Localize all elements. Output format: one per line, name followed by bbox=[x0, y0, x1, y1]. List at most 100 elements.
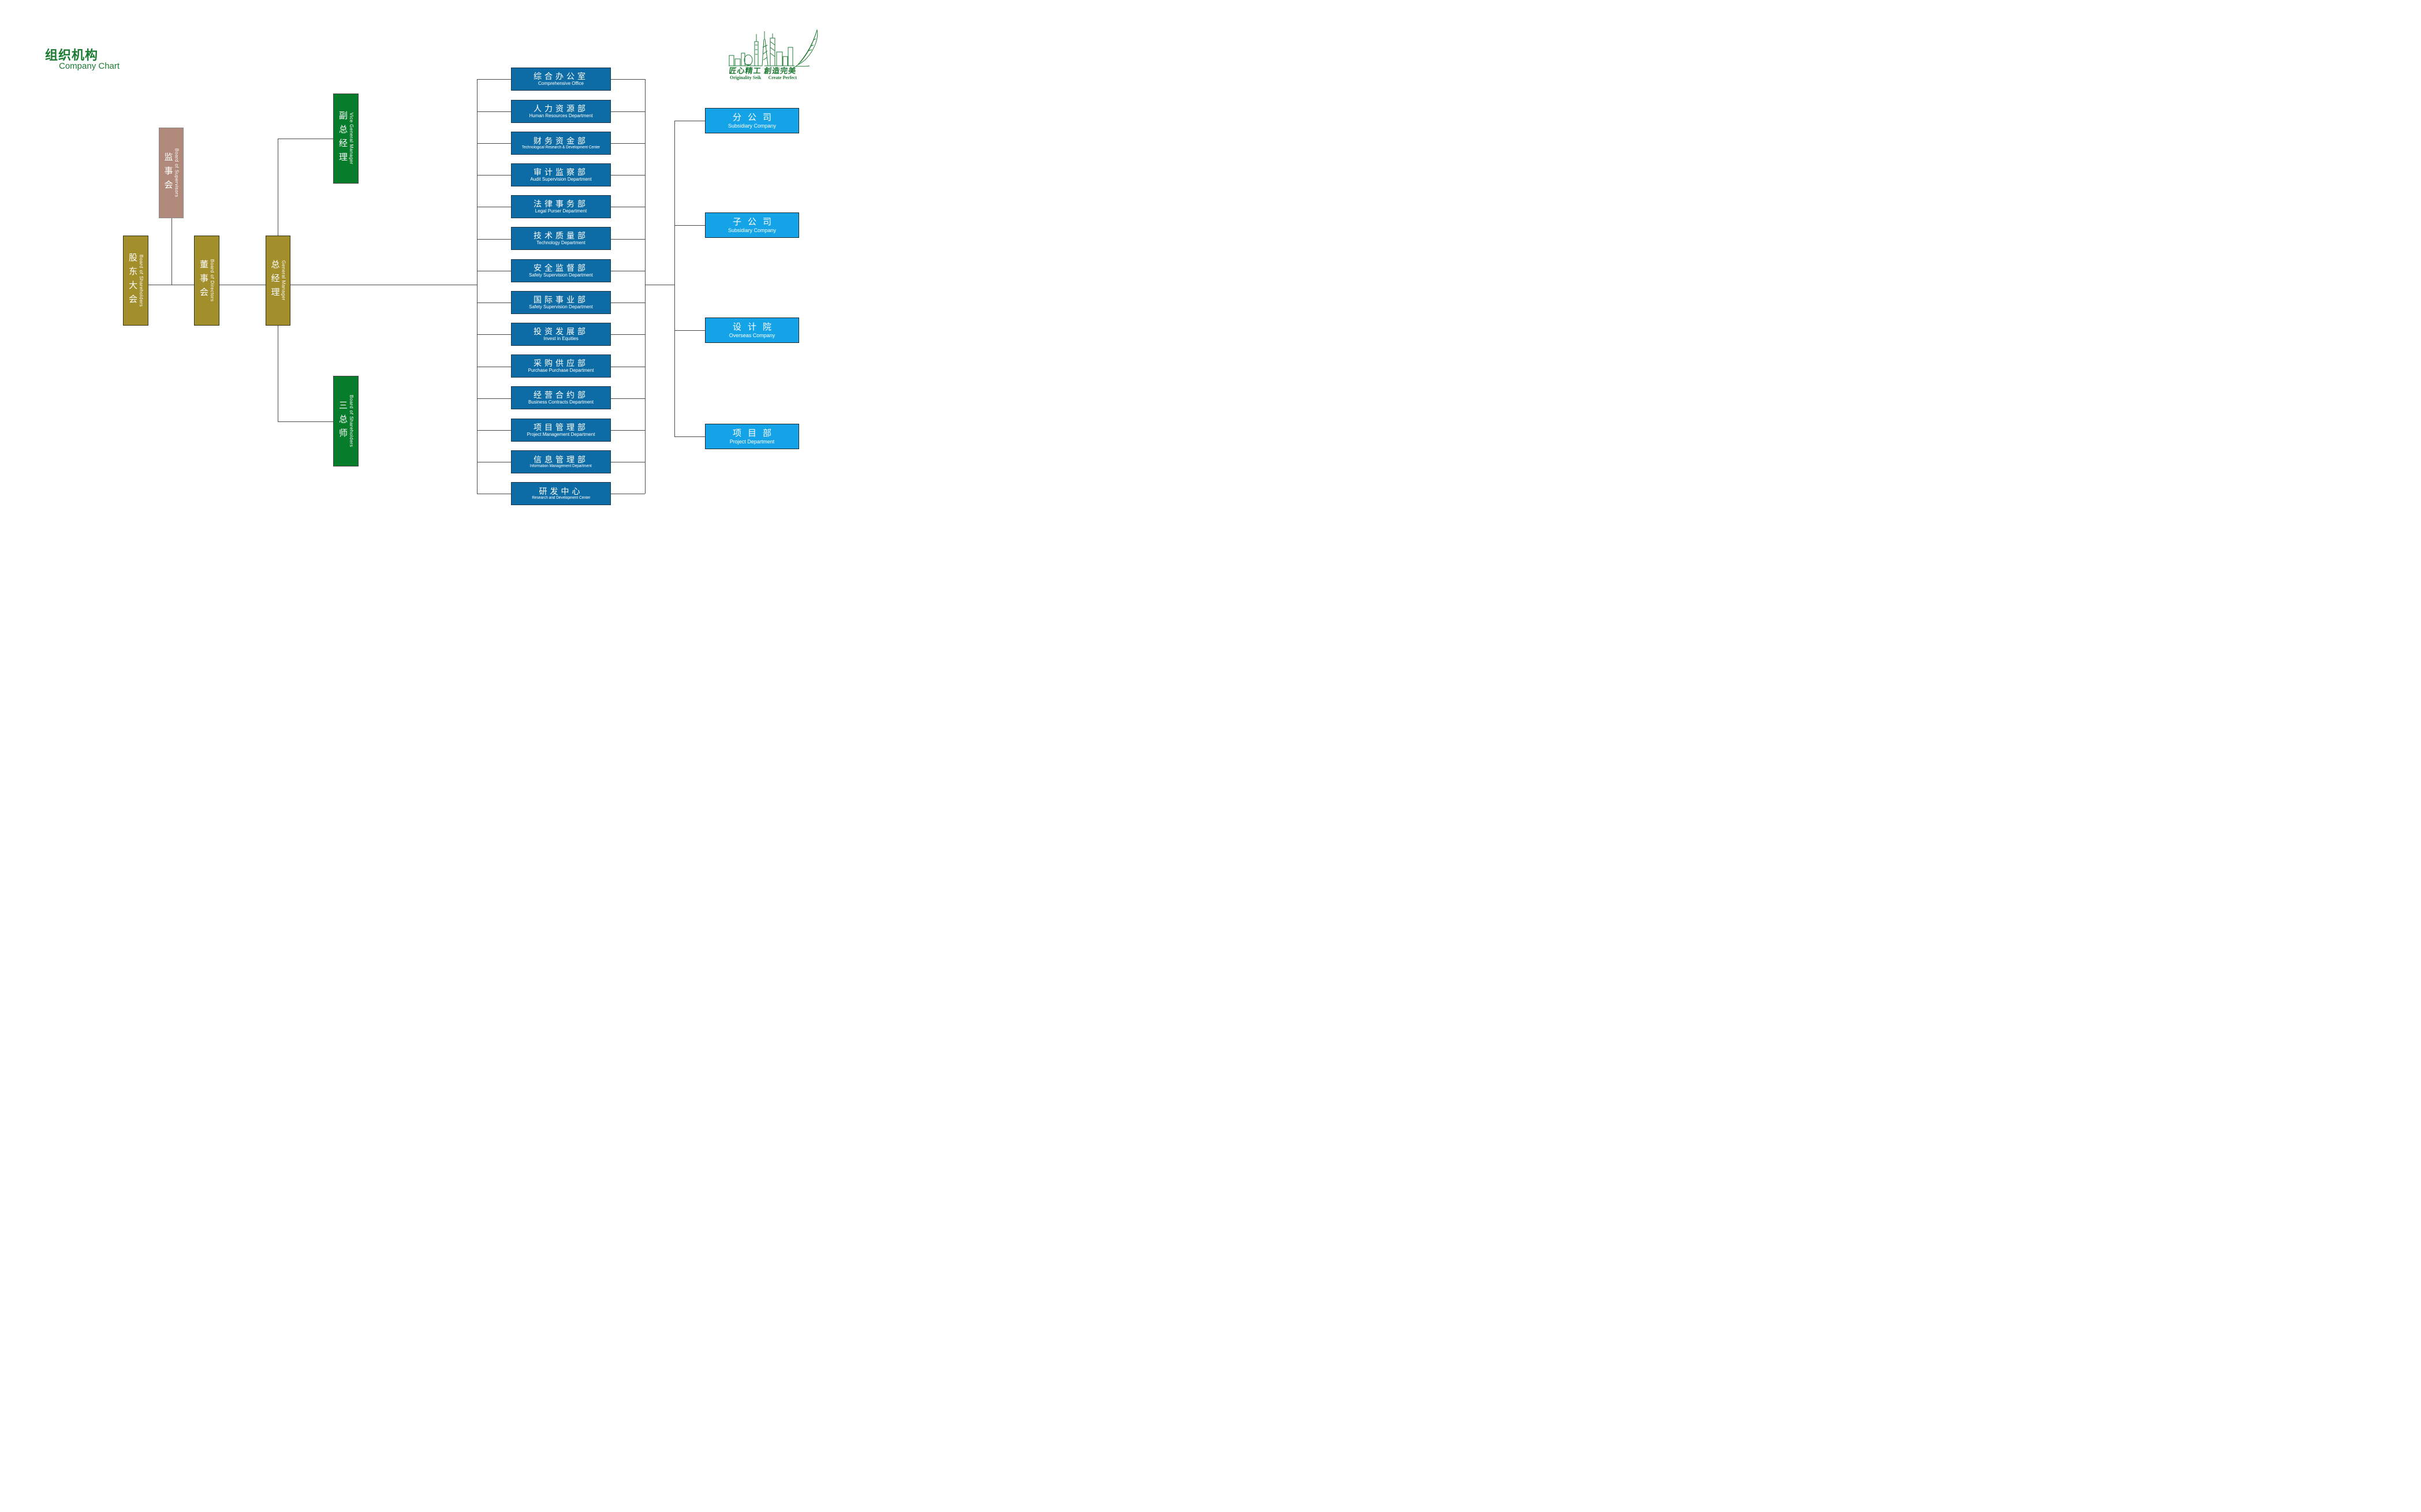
dept-label-en: Legal Purser Department bbox=[535, 208, 587, 214]
sub-box-subsidiary-company: 子公司 Subsidiary Company bbox=[705, 212, 799, 238]
dept-label-en: Information Management Department bbox=[529, 464, 592, 468]
dept-label-zh: 法律事务部 bbox=[534, 199, 588, 209]
gov-label-en: Board of Shareholders bbox=[349, 395, 354, 447]
connector-line bbox=[278, 421, 333, 422]
sub-label-zh: 子公司 bbox=[732, 216, 778, 227]
connector-line bbox=[611, 111, 645, 112]
dept-label-en: Safety Supervision Department bbox=[529, 304, 593, 310]
gov-label-zh: 监事会 bbox=[163, 152, 173, 194]
gov-label-zh: 副总经理 bbox=[338, 111, 348, 166]
connector-line bbox=[674, 330, 705, 331]
page-subtitle: Company Chart bbox=[59, 61, 120, 71]
sub-label-zh: 设计院 bbox=[732, 322, 778, 332]
dept-label-zh: 信息管理部 bbox=[534, 454, 588, 464]
dept-label-en: Purchase Purchase Department bbox=[528, 368, 594, 374]
dept-label-zh: 人力资源部 bbox=[534, 104, 588, 114]
dept-label-en: Technology Department bbox=[536, 240, 585, 246]
dept-box-technology-quality: 技术质量部 Technology Department bbox=[511, 227, 611, 250]
connector-line bbox=[477, 398, 511, 399]
dept-box-audit-supervision: 审计监察部 Audit Supervision Department bbox=[511, 163, 611, 186]
dept-label-en: Invest in Equities bbox=[543, 336, 579, 342]
dept-label-en: Human Resources Department bbox=[529, 113, 593, 119]
dept-box-safety-supervision: 安全监督部 Safety Supervision Department bbox=[511, 259, 611, 282]
sub-box-design-institute: 设计院 Overseas Company bbox=[705, 318, 799, 343]
page-title: 组织机构 bbox=[45, 48, 99, 62]
dept-label-zh: 项目管理部 bbox=[534, 423, 588, 432]
company-logo: 匠心精工 創造完美 Originality Seik Create Perfec… bbox=[726, 24, 851, 87]
dept-label-zh: 采购供应部 bbox=[534, 359, 588, 368]
dept-box-finance-funds: 财务资金部 Technological Research & Developme… bbox=[511, 132, 611, 155]
dept-label-zh: 投资发展部 bbox=[534, 327, 588, 337]
gov-box-board-of-supervisors: 监事会 Board of Supervisors bbox=[159, 128, 184, 218]
dept-box-business-contracts: 经营合约部 Business Contracts Department bbox=[511, 386, 611, 409]
gov-label-en: General Manager bbox=[281, 260, 286, 301]
dept-box-human-resources: 人力资源部 Human Resources Department bbox=[511, 100, 611, 123]
gov-label-en: Board of Shareholders bbox=[139, 254, 144, 307]
gov-box-three-chief-engineers: 三总师 Board of Shareholders bbox=[333, 376, 359, 466]
connector-line bbox=[477, 143, 511, 144]
dept-box-legal-affairs: 法律事务部 Legal Purser Department bbox=[511, 195, 611, 218]
dept-label-zh: 技术质量部 bbox=[534, 231, 588, 241]
connector-line bbox=[611, 79, 645, 80]
dept-label-en: Comprehensive Office bbox=[538, 81, 584, 87]
dept-label-zh: 安全监督部 bbox=[534, 263, 588, 273]
sub-label-en: Subsidiary Company bbox=[728, 122, 777, 129]
dept-box-research-development-center: 研发中心 Research and Development Center bbox=[511, 482, 611, 505]
gov-box-board-of-directors: 董事会 Board of Directors bbox=[194, 236, 219, 326]
connector-line bbox=[674, 121, 675, 436]
sub-label-en: Subsidiary Company bbox=[728, 227, 777, 233]
logo-slogan-en-right: Create Perfect bbox=[768, 75, 797, 80]
sub-label-zh: 项目部 bbox=[732, 428, 778, 438]
sub-label-en: Project Department bbox=[729, 438, 775, 445]
dept-label-zh: 审计监察部 bbox=[534, 167, 588, 177]
connector-line bbox=[674, 436, 705, 437]
dept-label-zh: 综合办公室 bbox=[534, 72, 588, 81]
gov-box-general-manager: 总经理 General Manager bbox=[266, 236, 290, 326]
connector-line bbox=[171, 218, 172, 285]
connector-line bbox=[477, 334, 511, 335]
connector-line bbox=[477, 111, 511, 112]
connector-line bbox=[645, 79, 646, 494]
logo-slogan-en: Originality Seik Create Perfect bbox=[730, 75, 797, 80]
skyline-quill-icon bbox=[729, 29, 818, 69]
dept-label-en: Business Contracts Department bbox=[528, 400, 594, 405]
connector-line bbox=[611, 143, 645, 144]
connector-line bbox=[477, 79, 511, 80]
connector-line bbox=[611, 239, 645, 240]
gov-label-zh: 股东大会 bbox=[128, 253, 137, 308]
gov-label-zh: 三总师 bbox=[338, 400, 348, 442]
dept-label-zh: 经营合约部 bbox=[534, 390, 588, 400]
dept-label-zh: 研发中心 bbox=[539, 486, 583, 496]
sub-box-branch-company: 分公司 Subsidiary Company bbox=[705, 108, 799, 133]
gov-box-board-of-shareholders: 股东大会 Board of Shareholders bbox=[123, 236, 148, 326]
connector-line bbox=[611, 334, 645, 335]
dept-box-purchase-supply: 采购供应部 Purchase Purchase Department bbox=[511, 354, 611, 378]
connector-line bbox=[477, 175, 511, 176]
logo-slogan: 匠心精工 創造完美 bbox=[728, 66, 797, 75]
dept-label-en: Safety Supervision Department bbox=[529, 272, 593, 278]
org-chart-canvas: 组织机构 Company Chart bbox=[0, 0, 887, 554]
connector-line bbox=[477, 430, 511, 431]
dept-label-en: Research and Development Center bbox=[532, 495, 590, 500]
connector-line bbox=[477, 79, 478, 494]
gov-label-en: Board of Directors bbox=[210, 259, 215, 302]
connector-line bbox=[611, 175, 645, 176]
sub-box-project-department: 项目部 Project Department bbox=[705, 424, 799, 449]
dept-label-en: Audit Supervision Department bbox=[530, 177, 592, 182]
dept-label-zh: 国际事业部 bbox=[534, 295, 588, 305]
gov-label-zh: 董事会 bbox=[199, 260, 208, 301]
dept-label-zh: 财务资金部 bbox=[534, 136, 588, 145]
dept-box-project-management: 项目管理部 Project Management Department bbox=[511, 419, 611, 442]
logo-slogan-en-left: Originality Seik bbox=[730, 75, 762, 80]
dept-box-investment-development: 投资发展部 Invest in Equities bbox=[511, 323, 611, 346]
gov-box-vice-general-manager: 副总经理 Vice General Manager bbox=[333, 94, 359, 184]
sub-label-zh: 分公司 bbox=[732, 112, 778, 122]
connector-line bbox=[674, 225, 705, 226]
gov-label-en: Vice General Manager bbox=[349, 113, 354, 165]
connector-line bbox=[611, 430, 645, 431]
dept-box-comprehensive-office: 综合办公室 Comprehensive Office bbox=[511, 68, 611, 91]
sub-label-en: Overseas Company bbox=[729, 332, 775, 338]
connector-line bbox=[611, 398, 645, 399]
dept-label-en: Project Management Department bbox=[527, 432, 595, 438]
dept-box-information-management: 信息管理部 Information Management Department bbox=[511, 450, 611, 473]
